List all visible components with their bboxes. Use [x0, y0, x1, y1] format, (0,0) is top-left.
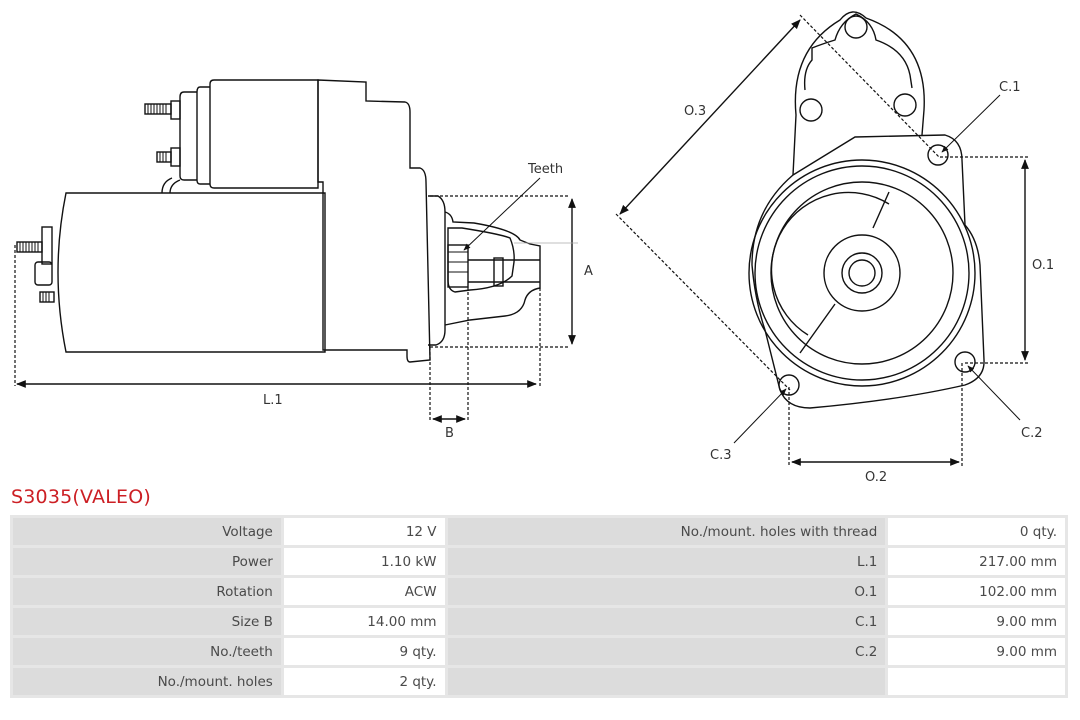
spec-label: O.1	[447, 578, 886, 605]
hole-c1	[927, 144, 949, 166]
front-view: O.3 C.1 O.1 C.2 C.3 O.2	[615, 11, 1054, 485]
label-c2: C.2	[1021, 426, 1042, 441]
mounting-plate	[751, 134, 985, 409]
spec-value: 0 qty.	[888, 518, 1065, 545]
solenoid-body	[209, 79, 319, 189]
inner-arc	[770, 191, 890, 336]
shaft	[468, 259, 540, 283]
label-o3: O.3	[684, 104, 706, 119]
label-teeth: Teeth	[527, 162, 563, 177]
spec-value: 217.00 mm	[888, 548, 1065, 575]
label-b: B	[445, 426, 454, 441]
spec-label: Rotation	[13, 578, 281, 605]
label-a: A	[584, 264, 593, 279]
hole-top	[844, 15, 868, 39]
spec-value: ACW	[283, 578, 445, 605]
spec-value: 9.00 mm	[888, 608, 1065, 635]
outer-ring	[748, 159, 976, 387]
solenoid-end	[179, 91, 197, 181]
product-title: S3035(VALEO)	[11, 486, 151, 508]
drive-housing	[317, 79, 431, 363]
spec-value: 1.10 kW	[283, 548, 445, 575]
terminal-upper	[144, 100, 181, 120]
technical-drawing: Teeth A L.1 B	[14, 11, 1054, 485]
spec-label: C.1	[447, 608, 886, 635]
spec-label: No./mount. holes with thread	[447, 518, 886, 545]
spec-value: 14.00 mm	[283, 608, 445, 635]
label-o2: O.2	[865, 470, 887, 485]
rear-terminals	[16, 226, 55, 303]
mounting-flange	[428, 195, 446, 346]
spec-label	[447, 668, 886, 695]
label-c3: C.3	[710, 448, 731, 463]
spec-value: 9 qty.	[283, 638, 445, 665]
terminal-lower	[156, 147, 181, 167]
spec-label: Size B	[13, 608, 281, 635]
solenoid-cap	[196, 86, 210, 185]
spec-label: Power	[13, 548, 281, 575]
pinion-teeth	[447, 244, 469, 288]
hole-c2	[954, 351, 976, 373]
pinion-cavity	[447, 227, 515, 293]
spec-label: Voltage	[13, 518, 281, 545]
spec-value: 12 V	[283, 518, 445, 545]
spec-value	[888, 668, 1065, 695]
label-l1: L.1	[263, 393, 283, 408]
spec-label: L.1	[447, 548, 886, 575]
side-view: Teeth A L.1 B	[14, 79, 593, 441]
motor-body	[57, 192, 326, 353]
spec-value: 102.00 mm	[888, 578, 1065, 605]
spec-value: 2 qty.	[283, 668, 445, 695]
nose-housing	[444, 211, 541, 326]
spec-label: No./teeth	[13, 638, 281, 665]
spec-label: No./mount. holes	[13, 668, 281, 695]
spec-value: 9.00 mm	[888, 638, 1065, 665]
spec-label: C.2	[447, 638, 886, 665]
label-o1: O.1	[1032, 258, 1054, 273]
label-c1: C.1	[999, 80, 1020, 95]
